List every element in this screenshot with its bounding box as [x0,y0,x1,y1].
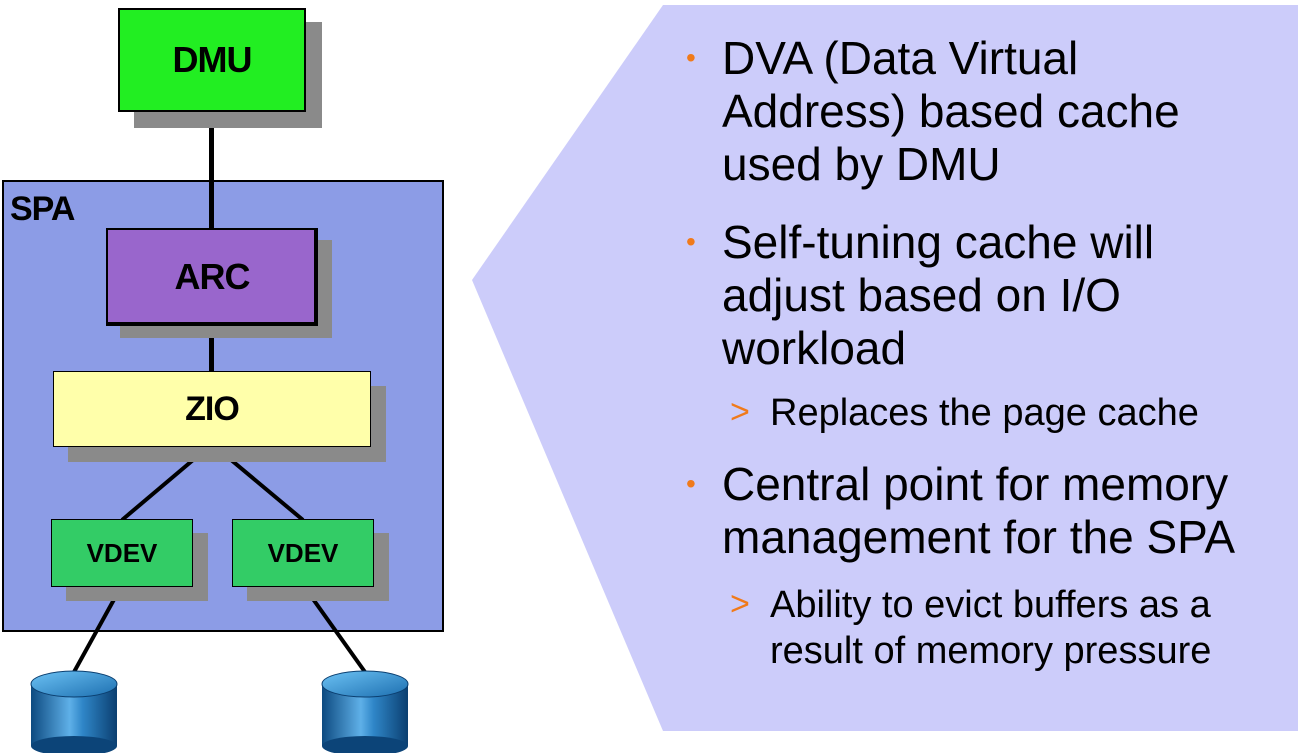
bullet-line: adjust based on I/O [722,269,1121,321]
diagram-connectors [30,442,409,753]
arc-label: ARC [174,256,251,297]
disk-icon-right [321,670,409,753]
dmu-label: DMU [172,39,253,80]
connector-arc-zio [209,324,214,374]
arc-box: ARC [106,228,318,326]
bullet-dot-icon: • [686,468,696,499]
bullet-item-central-point: • Central point for memory management fo… [686,458,1235,564]
vdev-right-box: VDEV [232,519,374,587]
bullet-item-dva: • DVA (Data Virtual Address) based cache… [686,32,1180,191]
bullet-item-self-tuning: • Self-tuning cache will adjust based on… [686,216,1154,375]
bullet-line: DVA (Data Virtual [722,32,1079,84]
bullet-line: Address) based cache [722,85,1180,137]
sub-line: Ability to evict buffers as a [770,584,1211,626]
callout-panel-shape [472,5,1298,731]
zio-box: ZIO [53,371,371,447]
sub-item-evict-buffers: > Ability to evict buffers as a result o… [730,582,1211,674]
sub-line: result of memory pressure [770,630,1212,672]
sub-arrow-icon: > [730,585,750,623]
bullet-line: management for the SPA [722,511,1236,563]
vdev-right-label: VDEV [267,537,339,568]
bullet-dot-icon: • [686,42,696,73]
sub-item-page-cache: > Replaces the page cache [730,390,1199,436]
bullet-line: used by DMU [722,138,1001,190]
sub-line: Replaces the page cache [770,392,1199,434]
bullet-dot-icon: • [686,226,696,257]
sub-arrow-icon: > [730,393,750,431]
bullet-line: Self-tuning cache will [722,216,1155,268]
vdev-left-label: VDEV [86,537,158,568]
connector-dmu-arc [209,108,214,230]
zio-label: ZIO [185,389,240,428]
dmu-box: DMU [118,8,306,112]
spa-label: SPA [10,190,75,228]
vdev-left-box: VDEV [51,519,193,587]
bullet-line: workload [722,322,907,374]
disk-icon-left [30,670,118,753]
bullet-line: Central point for memory [722,458,1229,510]
